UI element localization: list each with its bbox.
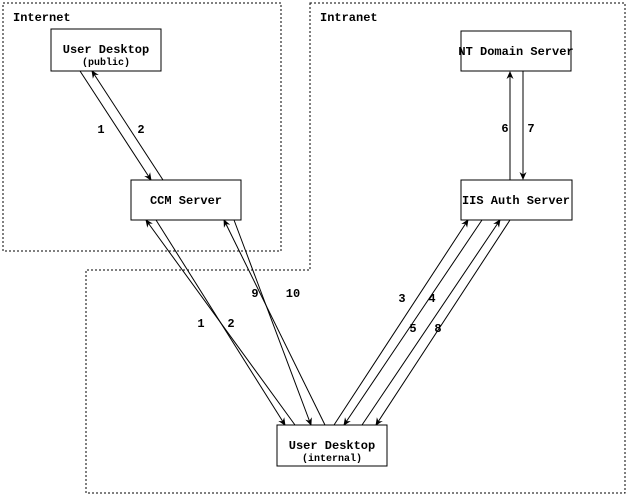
iis-auth-server-title: IIS Auth Server [462, 194, 570, 208]
flow-label-1-internal: 1 [197, 317, 204, 331]
arrow-1-public-desktop-to-ccm [79, 70, 152, 181]
flow-label-6: 6 [501, 122, 508, 136]
flow-label-1-public: 1 [97, 123, 104, 137]
ccm-server-title: CCM Server [150, 194, 222, 208]
node-nt-domain-server: NT Domain Server [458, 30, 574, 72]
node-ccm-server: CCM Server [130, 179, 242, 221]
arrow-9-internal-desktop-to-ccm [223, 219, 326, 426]
flow-label-2-public: 2 [137, 123, 144, 137]
arrow-4-iis-to-internal-desktop [343, 219, 483, 426]
iis-auth-server-box [460, 179, 573, 221]
arrow-2-ccm-to-public-desktop [91, 70, 164, 181]
intranet-zone-label: Intranet [320, 11, 378, 25]
ccm-server-box [130, 179, 242, 221]
arrow-8-iis-to-internal-desktop [375, 219, 511, 426]
internet-zone-boundary [2, 2, 282, 252]
internal-user-desktop-subtitle: (internal) [302, 453, 362, 465]
arrow-2-ccm-to-internal-desktop [155, 219, 286, 426]
public-user-desktop-title: User Desktop [63, 43, 149, 57]
internal-user-desktop-box [276, 424, 388, 467]
flow-label-9: 9 [251, 287, 258, 301]
flow-label-4: 4 [428, 292, 435, 306]
arrow-10-ccm-to-internal-desktop [233, 219, 312, 426]
public-user-desktop-subtitle: (public) [82, 57, 130, 69]
flow-label-10: 10 [286, 287, 300, 301]
flow-label-7: 7 [527, 122, 534, 136]
flow-label-5: 5 [409, 322, 416, 336]
node-iis-auth-server: IIS Auth Server [460, 179, 573, 221]
internal-user-desktop-title: User Desktop [289, 439, 375, 453]
internet-zone-label: Internet [13, 11, 71, 25]
nt-domain-server-title: NT Domain Server [458, 45, 573, 59]
nt-domain-server-box [460, 30, 572, 72]
flow-label-8: 8 [434, 322, 441, 336]
flow-label-2-internal: 2 [227, 317, 234, 331]
node-internal-user-desktop: User Desktop (internal) [276, 424, 388, 467]
arrow-5-internal-desktop-to-iis [361, 219, 501, 426]
node-public-user-desktop: User Desktop (public) [50, 28, 162, 72]
intranet-zone-boundary [85, 2, 626, 494]
flow-label-3: 3 [398, 292, 405, 306]
public-user-desktop-box [50, 28, 162, 72]
arrow-3-internal-desktop-to-iis [333, 219, 469, 426]
